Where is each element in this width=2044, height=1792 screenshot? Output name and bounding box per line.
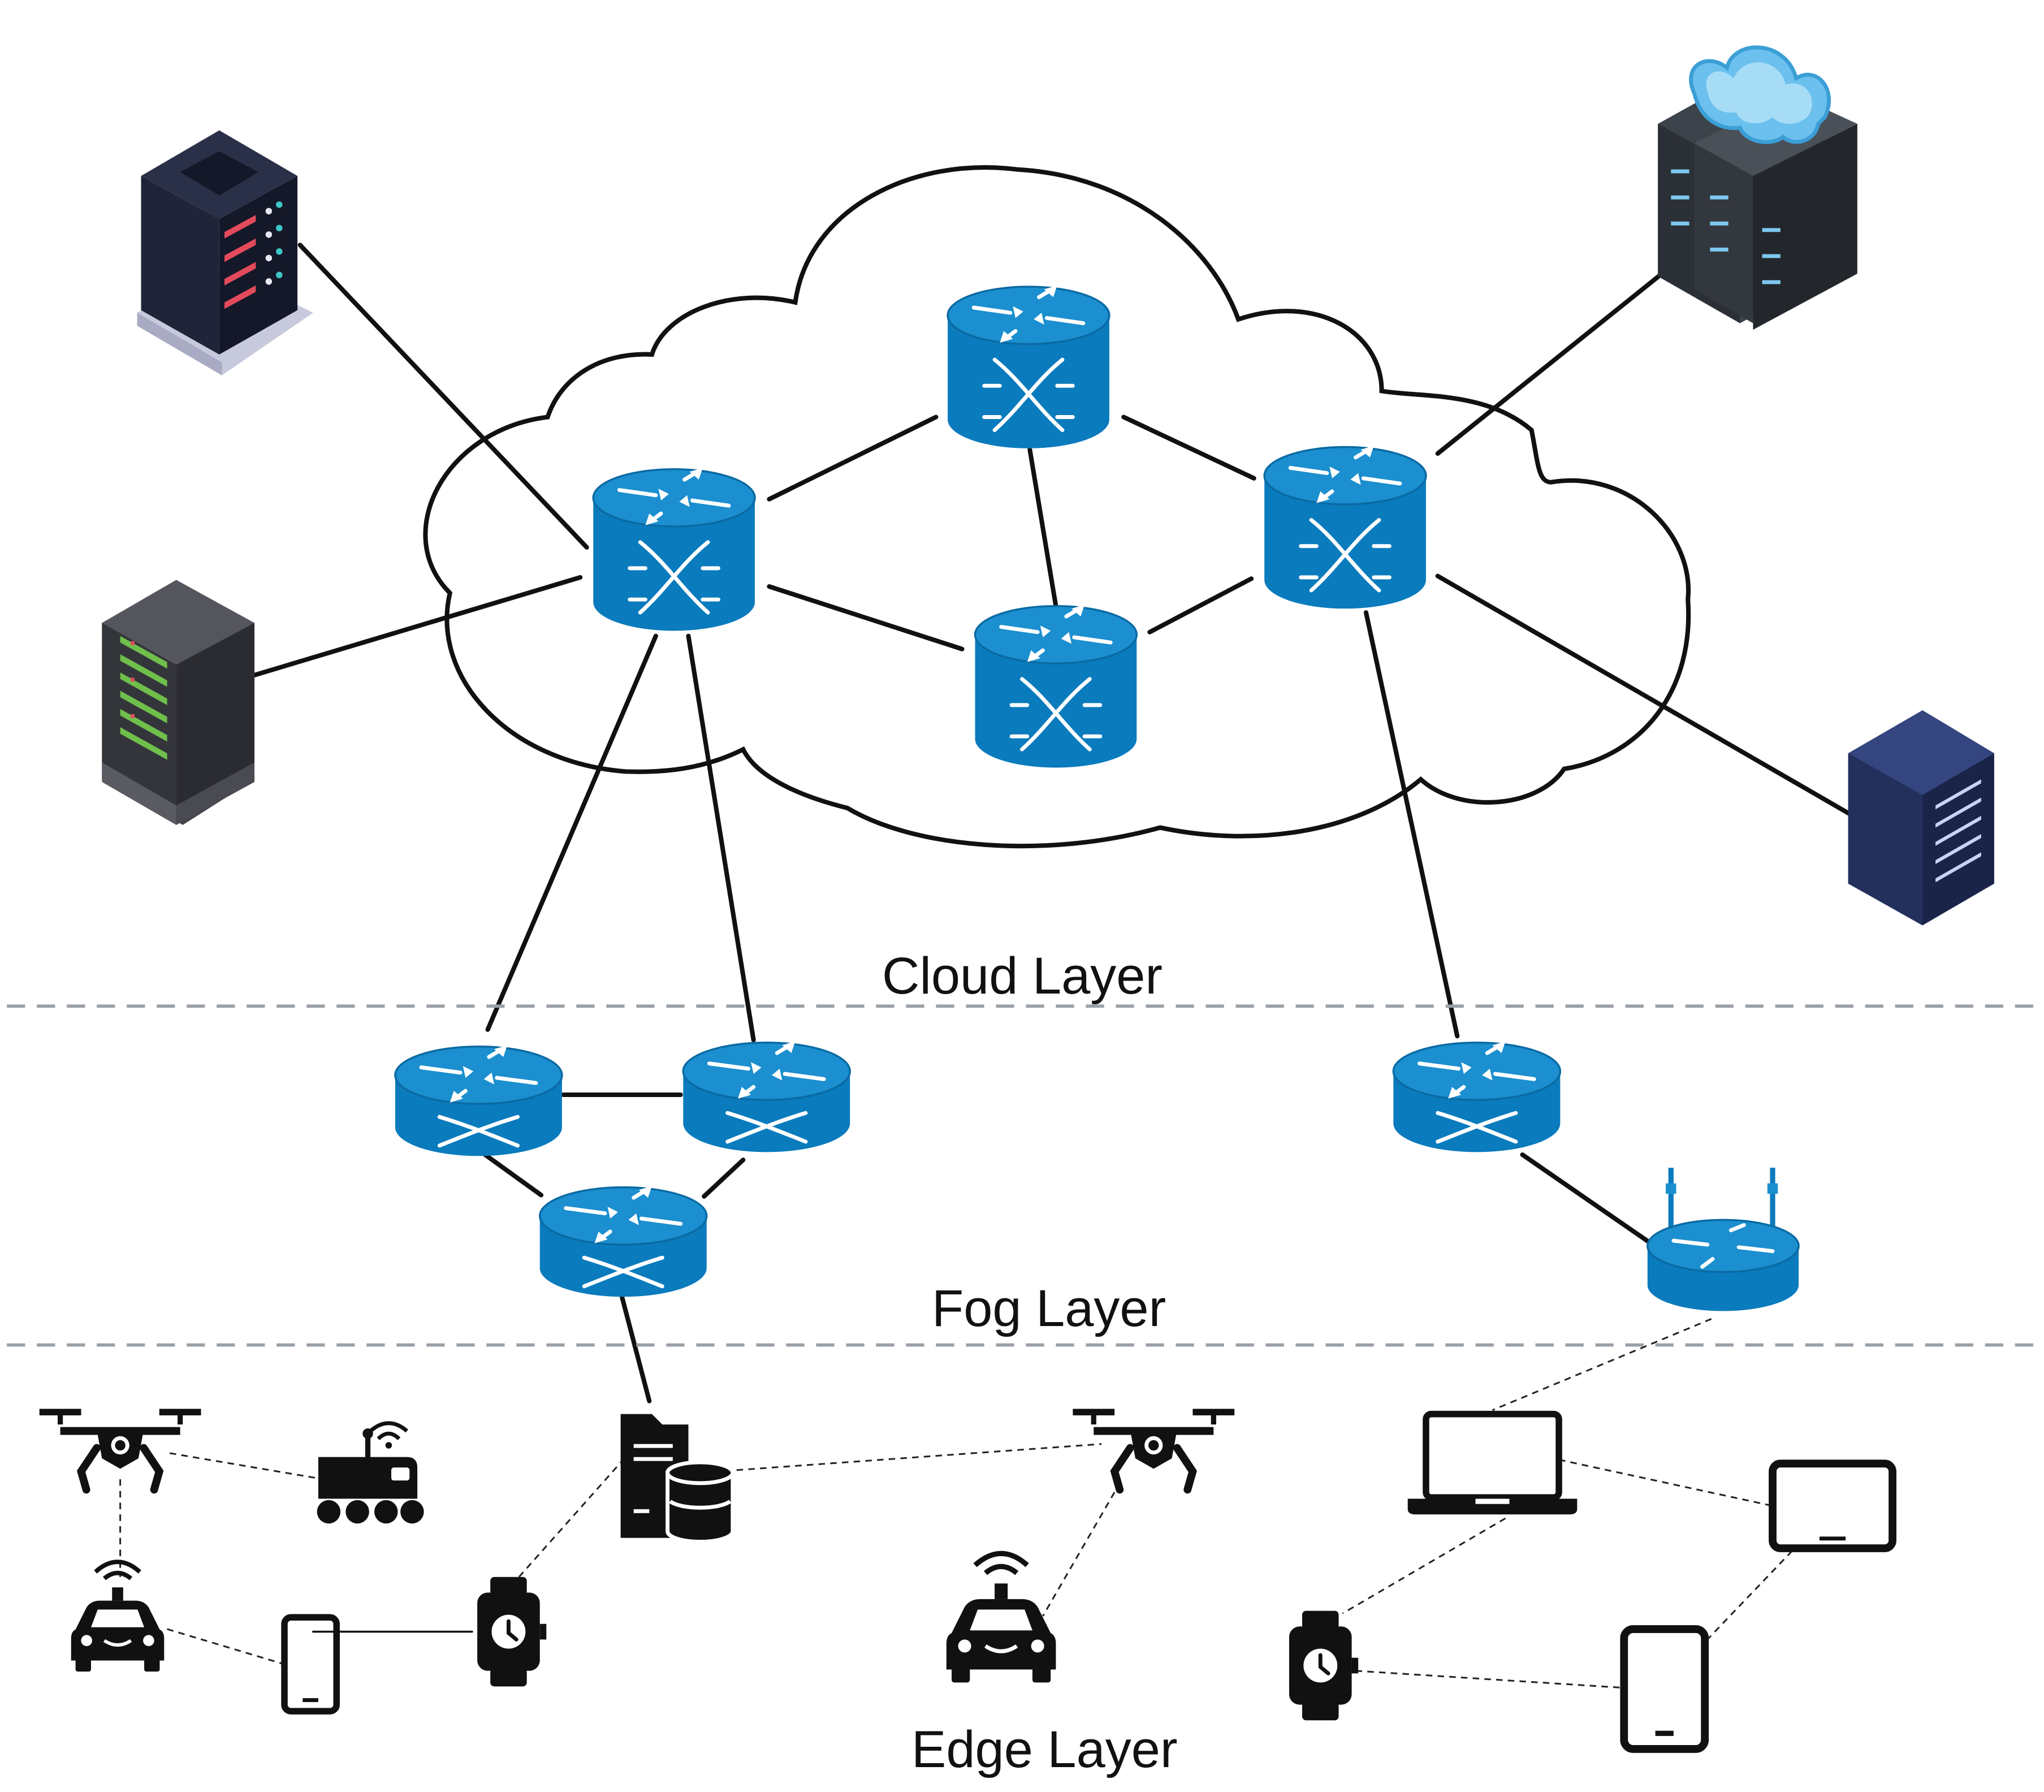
tablet-icon [1769, 1459, 1896, 1552]
router-icon [975, 604, 1137, 767]
server-rack-icon [137, 130, 313, 375]
wireless-links [119, 1318, 1793, 1689]
cloud-datacenter-icon [1658, 45, 1857, 330]
router-icon [948, 286, 1109, 448]
edge-layer-label: Edge Layer [911, 1721, 1178, 1778]
smartwatch-icon [1289, 1611, 1358, 1721]
rover-robot-icon [317, 1421, 424, 1524]
server-database-icon [620, 1414, 735, 1544]
router-icon [1393, 1041, 1560, 1152]
router-icon [683, 1041, 850, 1152]
router-icon [1264, 446, 1426, 608]
server-rack-icon [102, 580, 255, 825]
server-rack-icon [1848, 710, 1994, 926]
router-icon [395, 1045, 562, 1156]
router-icon [593, 468, 755, 631]
cloud-layer-label: Cloud Layer [882, 947, 1163, 1005]
wireless-router-icon [1647, 1168, 1800, 1311]
smartphone-icon [1620, 1625, 1709, 1753]
autonomous-car-icon [71, 1562, 165, 1672]
network-links [252, 243, 1853, 1633]
smartwatch-icon [477, 1577, 546, 1687]
cloud-outline [423, 165, 1691, 849]
drone-icon [1073, 1409, 1234, 1489]
autonomous-car-icon [947, 1553, 1056, 1682]
drone-icon [40, 1409, 201, 1489]
router-icon [540, 1186, 707, 1297]
laptop-icon [1407, 1410, 1578, 1515]
fog-layer-label: Fog Layer [932, 1280, 1166, 1337]
